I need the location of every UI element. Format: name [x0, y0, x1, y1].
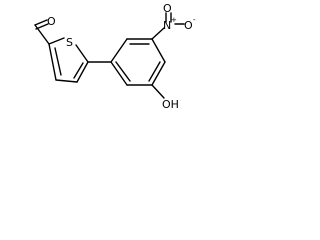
bond-b3-b4 [151, 38, 166, 63]
nitro-oxygen-right-label: O [184, 19, 193, 32]
bond-ring-oh [151, 84, 165, 99]
nitro-oxygen-charge: - [193, 16, 196, 24]
bond-c5-c4 [76, 61, 89, 83]
aldehyde-oxygen-label: O [47, 15, 56, 28]
aldehyde-group [34, 19, 50, 45]
bond-c3-c2-inner [54, 47, 62, 76]
nitro-oxygen-top-label: O [163, 2, 172, 15]
sulfur-label: S [66, 36, 73, 49]
bond-b4-b5-inner [148, 61, 161, 82]
thiophene-ring [48, 37, 89, 83]
bond-b1-b2 [110, 38, 128, 63]
nitro-group [151, 12, 185, 40]
hydroxyl-label: OH [162, 98, 179, 111]
nitro-nitrogen-label: N [163, 19, 171, 32]
bond-c4-c3 [55, 79, 78, 83]
bond-c2-s [48, 37, 65, 45]
bond-c3-c2 [48, 43, 57, 81]
bond-aldehyde-c-ring [34, 24, 50, 45]
nitro-nitrogen-charge: + [171, 16, 177, 24]
bond-aldehyde-c-o-1 [34, 19, 48, 26]
benzene-ring [110, 38, 166, 86]
bond-ring-n [151, 27, 165, 40]
bond-b4-b5 [151, 61, 166, 86]
bond-b6-b1 [110, 61, 128, 86]
structure-diagram: O S O N + O - OH [34, 2, 196, 111]
bond-c5-c4-inner [73, 62, 84, 79]
bond-b6-b1-inner [115, 61, 131, 82]
bond-s-c5 [75, 44, 89, 63]
